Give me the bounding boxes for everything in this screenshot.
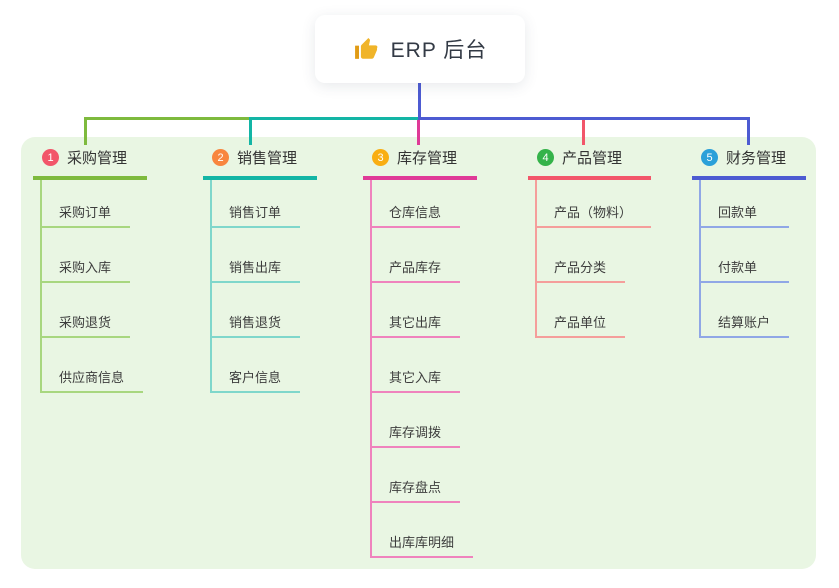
branch-label: 库存管理 <box>397 150 458 167</box>
branch-3: 3 库存管理仓库信息产品库存其它出库其它入库库存调拨库存盘点出库库明细 <box>363 145 477 558</box>
drop-line-branch-5 <box>747 117 750 145</box>
branch-header-node[interactable]: 3 库存管理 <box>363 145 477 180</box>
child-node[interactable]: 采购订单 <box>42 180 131 228</box>
branch-index-badge: 2 <box>212 149 229 166</box>
child-node[interactable]: 采购退货 <box>42 283 131 338</box>
child-node[interactable]: 其它出库 <box>372 283 461 338</box>
drop-line-branch-3 <box>417 120 420 145</box>
child-node[interactable]: 销售订单 <box>212 180 301 228</box>
drop-line-branch-2 <box>249 117 252 145</box>
root-connector-line <box>418 83 421 118</box>
top-segment-right <box>418 117 750 120</box>
branch-index-badge: 5 <box>701 149 718 166</box>
branch-header-node[interactable]: 4 产品管理 <box>528 145 652 180</box>
branch-label: 采购管理 <box>67 150 128 167</box>
branch-header-node[interactable]: 5 财务管理 <box>692 145 806 180</box>
branch-children: 采购订单采购入库采购退货供应商信息 <box>40 180 144 393</box>
child-node[interactable]: 产品单位 <box>537 283 626 338</box>
branch-header-node[interactable]: 1 采购管理 <box>33 145 147 180</box>
child-node[interactable]: 付款单 <box>701 228 789 283</box>
child-node[interactable]: 供应商信息 <box>42 338 144 393</box>
child-node[interactable]: 客户信息 <box>212 338 301 393</box>
branch-4: 4 产品管理产品（物料）产品分类产品单位 <box>528 145 652 338</box>
branch-index-badge: 3 <box>372 149 389 166</box>
branch-index-badge: 1 <box>42 149 59 166</box>
child-node[interactable]: 采购入库 <box>42 228 131 283</box>
drop-line-branch-1 <box>84 117 87 145</box>
child-node[interactable]: 仓库信息 <box>372 180 461 228</box>
branch-label: 财务管理 <box>726 150 787 167</box>
branch-5: 5 财务管理回款单付款单结算账户 <box>692 145 806 338</box>
child-node[interactable]: 产品（物料） <box>537 180 652 228</box>
drop-line-branch-4 <box>582 120 585 145</box>
child-node[interactable]: 销售出库 <box>212 228 301 283</box>
root-title: ERP 后台 <box>390 39 488 62</box>
child-node[interactable]: 产品库存 <box>372 228 461 283</box>
branch-label: 销售管理 <box>237 150 298 167</box>
branches-panel <box>21 137 816 569</box>
top-segment-branch-1 <box>84 117 251 120</box>
top-segment-branch-2 <box>249 117 419 120</box>
thumbs-up-icon <box>354 38 378 59</box>
branch-children: 产品（物料）产品分类产品单位 <box>535 180 652 338</box>
child-node[interactable]: 出库库明细 <box>372 503 474 558</box>
branch-header-node[interactable]: 2 销售管理 <box>203 145 317 180</box>
child-node[interactable]: 库存调拨 <box>372 393 461 448</box>
branch-1: 1 采购管理采购订单采购入库采购退货供应商信息 <box>33 145 147 393</box>
branch-2: 2 销售管理销售订单销售出库销售退货客户信息 <box>203 145 317 393</box>
child-node[interactable]: 销售退货 <box>212 283 301 338</box>
branch-label: 产品管理 <box>562 150 623 167</box>
branch-index-badge: 4 <box>537 149 554 166</box>
branch-children: 销售订单销售出库销售退货客户信息 <box>210 180 301 393</box>
branch-children: 仓库信息产品库存其它出库其它入库库存调拨库存盘点出库库明细 <box>370 180 474 558</box>
branch-children: 回款单付款单结算账户 <box>699 180 790 338</box>
child-node[interactable]: 库存盘点 <box>372 448 461 503</box>
child-node[interactable]: 产品分类 <box>537 228 626 283</box>
root-node[interactable]: ERP 后台 <box>315 15 525 83</box>
child-node[interactable]: 其它入库 <box>372 338 461 393</box>
child-node[interactable]: 结算账户 <box>701 283 790 338</box>
child-node[interactable]: 回款单 <box>701 180 789 228</box>
